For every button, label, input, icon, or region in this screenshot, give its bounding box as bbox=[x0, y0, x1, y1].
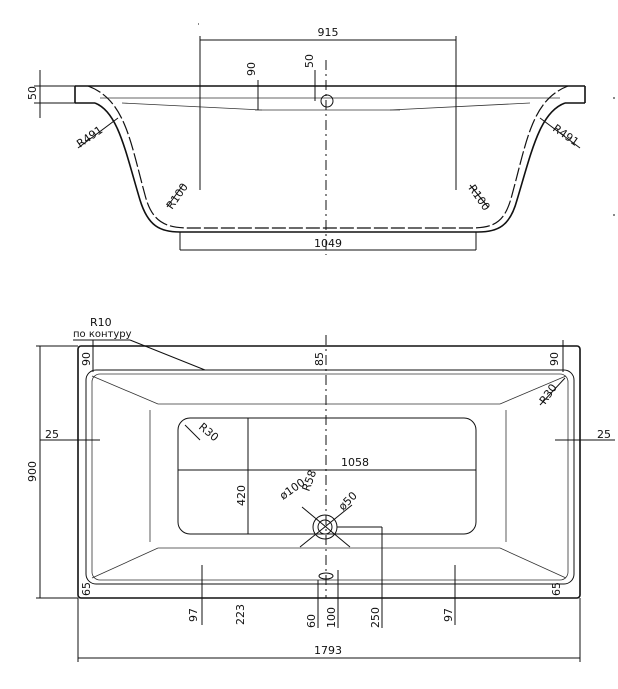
dim-25-right: 25 bbox=[597, 428, 611, 441]
note-r10: R10 bbox=[90, 316, 112, 329]
dim-100: 100 bbox=[325, 607, 338, 628]
drain-leader-1 bbox=[301, 506, 351, 548]
dim-r491-right: R491 bbox=[550, 122, 581, 149]
leader-r30-corner bbox=[539, 377, 566, 406]
dim-223: 223 bbox=[234, 604, 247, 625]
dim-90: 90 bbox=[245, 62, 258, 76]
diag-bl bbox=[91, 547, 159, 579]
leader-r30-inner bbox=[184, 424, 201, 441]
note-leader bbox=[129, 339, 206, 371]
dim-97-right: 97 bbox=[442, 608, 455, 622]
overflow-hole bbox=[320, 94, 334, 108]
dim-r30-inner: R30 bbox=[196, 420, 221, 444]
tub-wall-dashed bbox=[87, 85, 569, 229]
overflow-plan bbox=[318, 572, 334, 580]
tub-outline bbox=[94, 102, 566, 233]
dim-250: 250 bbox=[369, 607, 382, 628]
dim-90-top-left: 90 bbox=[80, 352, 93, 366]
diag-tl bbox=[91, 375, 159, 405]
dim-915: 915 bbox=[318, 26, 339, 39]
dim-90-top-right: 90 bbox=[548, 352, 561, 366]
dim-420: 420 bbox=[235, 485, 248, 506]
side-view: 915 90 50 50 R491 R491 R100 R100 1049 bbox=[26, 23, 615, 255]
note-contour: по контуру bbox=[73, 329, 132, 340]
dim-r30-corner: R30 bbox=[537, 382, 560, 407]
leader-r491-left bbox=[77, 117, 119, 149]
drain-inner bbox=[317, 519, 333, 535]
dim-65-right: 65 bbox=[550, 582, 563, 596]
plan-outer bbox=[77, 345, 581, 599]
leader-r100-right bbox=[469, 184, 489, 208]
dim-r100-right: R100 bbox=[466, 182, 493, 213]
dim-1793: 1793 bbox=[314, 644, 342, 657]
dim-50-overflow: 50 bbox=[303, 54, 316, 68]
rim-slope-left bbox=[121, 102, 263, 111]
rim-slope-right bbox=[389, 102, 531, 111]
drain-leader-2 bbox=[299, 504, 353, 548]
dim-d50: ø50 bbox=[336, 489, 360, 513]
dim-50-rim: 50 bbox=[26, 86, 39, 100]
plan-view: R10 по контуру 900 90 85 90 R30 25 25 R3… bbox=[26, 316, 615, 662]
plan-inner-rim-2 bbox=[91, 373, 569, 581]
dim-65-left: 65 bbox=[80, 582, 93, 596]
plan-basin bbox=[177, 417, 477, 535]
leader-r100-left bbox=[166, 184, 184, 208]
dim-97-left: 97 bbox=[187, 608, 200, 622]
diag-tr bbox=[499, 375, 567, 405]
dim-1058: 1058 bbox=[341, 456, 369, 469]
dim-r100-left: R100 bbox=[164, 181, 191, 212]
dim-r491-left: R491 bbox=[74, 123, 105, 150]
leader-r491-right bbox=[539, 117, 581, 149]
dim-1049: 1049 bbox=[314, 237, 342, 250]
dim-900: 900 bbox=[26, 461, 39, 482]
dim-25-left: 25 bbox=[45, 428, 59, 441]
dim-85-top-center: 85 bbox=[313, 352, 326, 366]
dim-60: 60 bbox=[305, 614, 318, 628]
plan-inner-rim bbox=[85, 369, 575, 585]
diag-br bbox=[499, 547, 567, 579]
